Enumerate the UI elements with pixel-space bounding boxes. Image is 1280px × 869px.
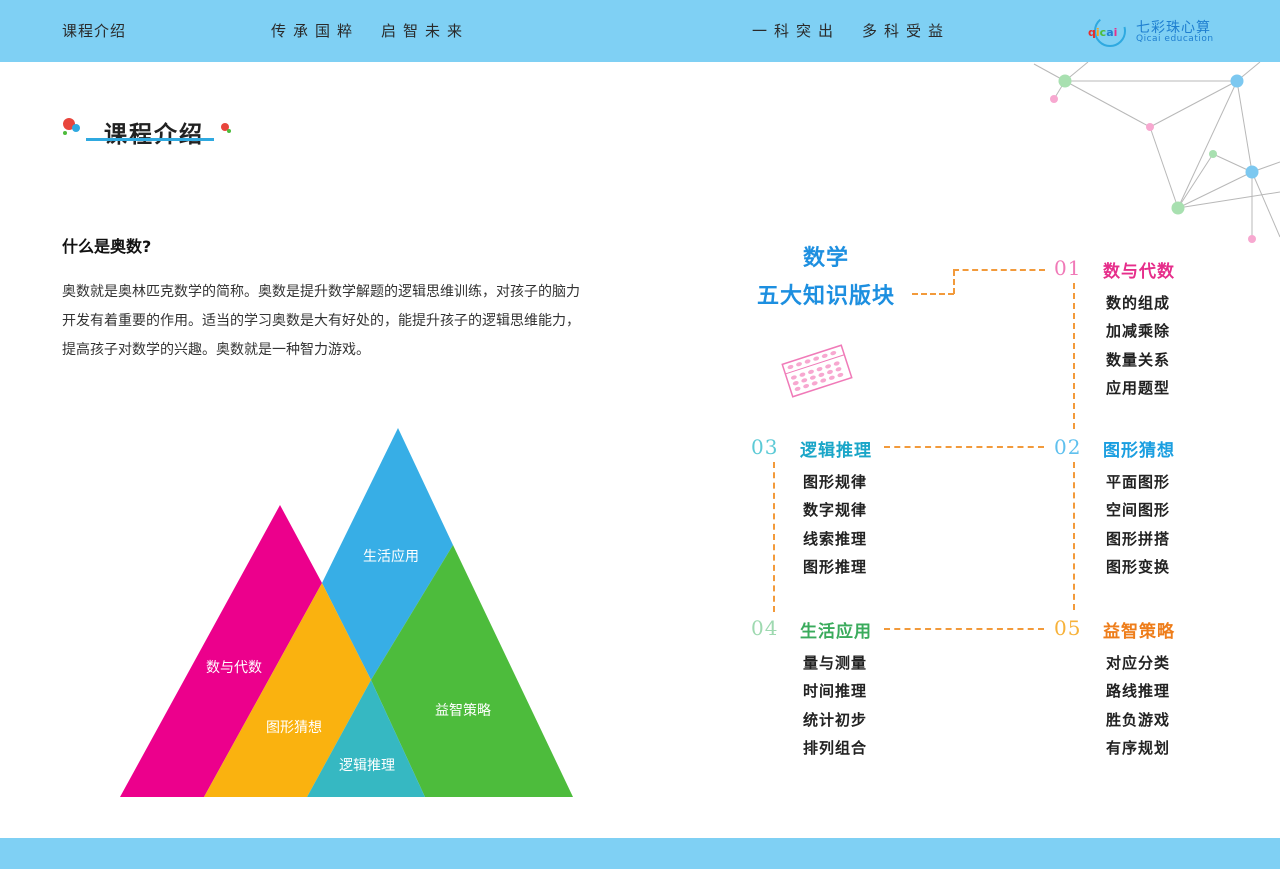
brand-logo: qicai 七彩珠心算 Qicai education — [1086, 14, 1226, 48]
module-04-title: 生活应用 — [800, 622, 872, 642]
module-02-item: 平面图形 — [1106, 473, 1171, 491]
top-banner — [0, 0, 1280, 62]
module-04-list: 量与测量 时间推理 统计初步 排列组合 — [803, 649, 867, 763]
module-01-item: 数的组成 — [1106, 294, 1171, 312]
pyramid-pink-shape — [120, 505, 322, 797]
module-05-list: 对应分类 路线推理 胜负游戏 有序规划 — [1106, 649, 1170, 763]
module-01-number: 01 — [1054, 256, 1082, 280]
network-decoration — [1033, 62, 1280, 243]
module-01-title: 数与代数 — [1103, 262, 1175, 282]
module-04-item: 排列组合 — [803, 739, 868, 758]
module-04-item: 时间推理 — [803, 682, 868, 701]
module-05-item: 路线推理 — [1106, 682, 1171, 701]
module-03-item: 图形推理 — [803, 558, 868, 577]
logo-english: Qicai education — [1136, 34, 1214, 44]
module-03-item: 图形规律 — [803, 473, 868, 491]
center-title-line2: 五大知识版块 — [756, 284, 895, 309]
module-05-item: 对应分类 — [1106, 654, 1171, 672]
connector-04-05 — [884, 628, 1044, 630]
logo-mark-text: qicai — [1088, 26, 1117, 39]
module-03-number: 03 — [751, 435, 779, 459]
bottom-banner — [0, 838, 1280, 869]
pyramid-label-geometry: 图形猜想 — [266, 720, 322, 736]
pyramid-label-strategy: 益智策略 — [435, 703, 491, 719]
pyramid-label-algebra: 数与代数 — [206, 660, 262, 676]
connector-center-h2 — [953, 269, 1045, 271]
module-05-item: 有序规划 — [1106, 739, 1171, 758]
pyramid-blue-shape — [322, 428, 453, 680]
section-title: 课程介绍 — [104, 122, 204, 148]
header-slogan-right: 一科突出 多科受益 — [752, 22, 951, 40]
intro-paragraph: 奥数就是奥林匹克数学的简称。奥数是提升数学解题的逻辑思维训练，对孩子的脑力开发有… — [62, 284, 580, 358]
header-slogan-left: 传承国粹 启智未来 — [271, 22, 470, 40]
title-dots-right-icon — [221, 123, 231, 133]
connector-03-02 — [884, 446, 1044, 448]
pyramid-label-logic: 逻辑推理 — [339, 758, 395, 774]
section-title-underline — [86, 138, 214, 141]
pyramid-green-shape — [371, 545, 573, 797]
abacus-icon — [781, 344, 853, 398]
module-01-item: 加减乘除 — [1106, 322, 1171, 341]
module-05-number: 05 — [1054, 616, 1082, 640]
module-01-item: 应用题型 — [1106, 379, 1171, 398]
pyramid-label-life: 生活应用 — [363, 549, 419, 565]
module-05-item: 胜负游戏 — [1106, 710, 1171, 729]
module-03-item: 线索推理 — [803, 529, 868, 548]
connector-03-04 — [773, 462, 775, 612]
module-02-item: 图形拼搭 — [1106, 529, 1171, 548]
center-title-line1: 数学 — [802, 246, 849, 271]
module-04-item: 统计初步 — [803, 710, 868, 729]
module-04-number: 04 — [751, 616, 779, 640]
module-05-title: 益智策略 — [1103, 622, 1175, 642]
intro-heading: 什么是奥数? — [62, 237, 152, 256]
logo-name: 七彩珠心算 — [1136, 20, 1211, 36]
knowledge-center-title: 数学 五大知识版块 — [742, 240, 910, 316]
logo-mark-icon: qicai — [1088, 15, 1126, 47]
connector-02-05 — [1073, 462, 1075, 610]
module-02-number: 02 — [1054, 435, 1082, 459]
module-02-item: 空间图形 — [1106, 501, 1171, 520]
module-01-list: 数的组成 加减乘除 数量关系 应用题型 — [1106, 289, 1170, 403]
module-03-item: 数字规律 — [803, 501, 868, 520]
module-02-list: 平面图形 空间图形 图形拼搭 图形变换 — [1106, 468, 1170, 582]
pyramid-teal-shape — [307, 680, 425, 797]
module-01-item: 数量关系 — [1106, 350, 1171, 369]
module-02-title: 图形猜想 — [1103, 441, 1175, 461]
connector-center-v — [953, 270, 955, 294]
pyramid-orange-shape — [204, 583, 371, 797]
connector-01-02 — [1073, 283, 1075, 429]
title-dots-left-icon — [63, 118, 80, 135]
module-03-list: 图形规律 数字规律 线索推理 图形推理 — [803, 468, 867, 582]
header-left-label: 课程介绍 — [62, 22, 127, 40]
module-03-title: 逻辑推理 — [800, 441, 872, 461]
connector-center-h1 — [912, 293, 954, 295]
module-02-item: 图形变换 — [1106, 558, 1171, 577]
module-04-item: 量与测量 — [803, 654, 868, 672]
